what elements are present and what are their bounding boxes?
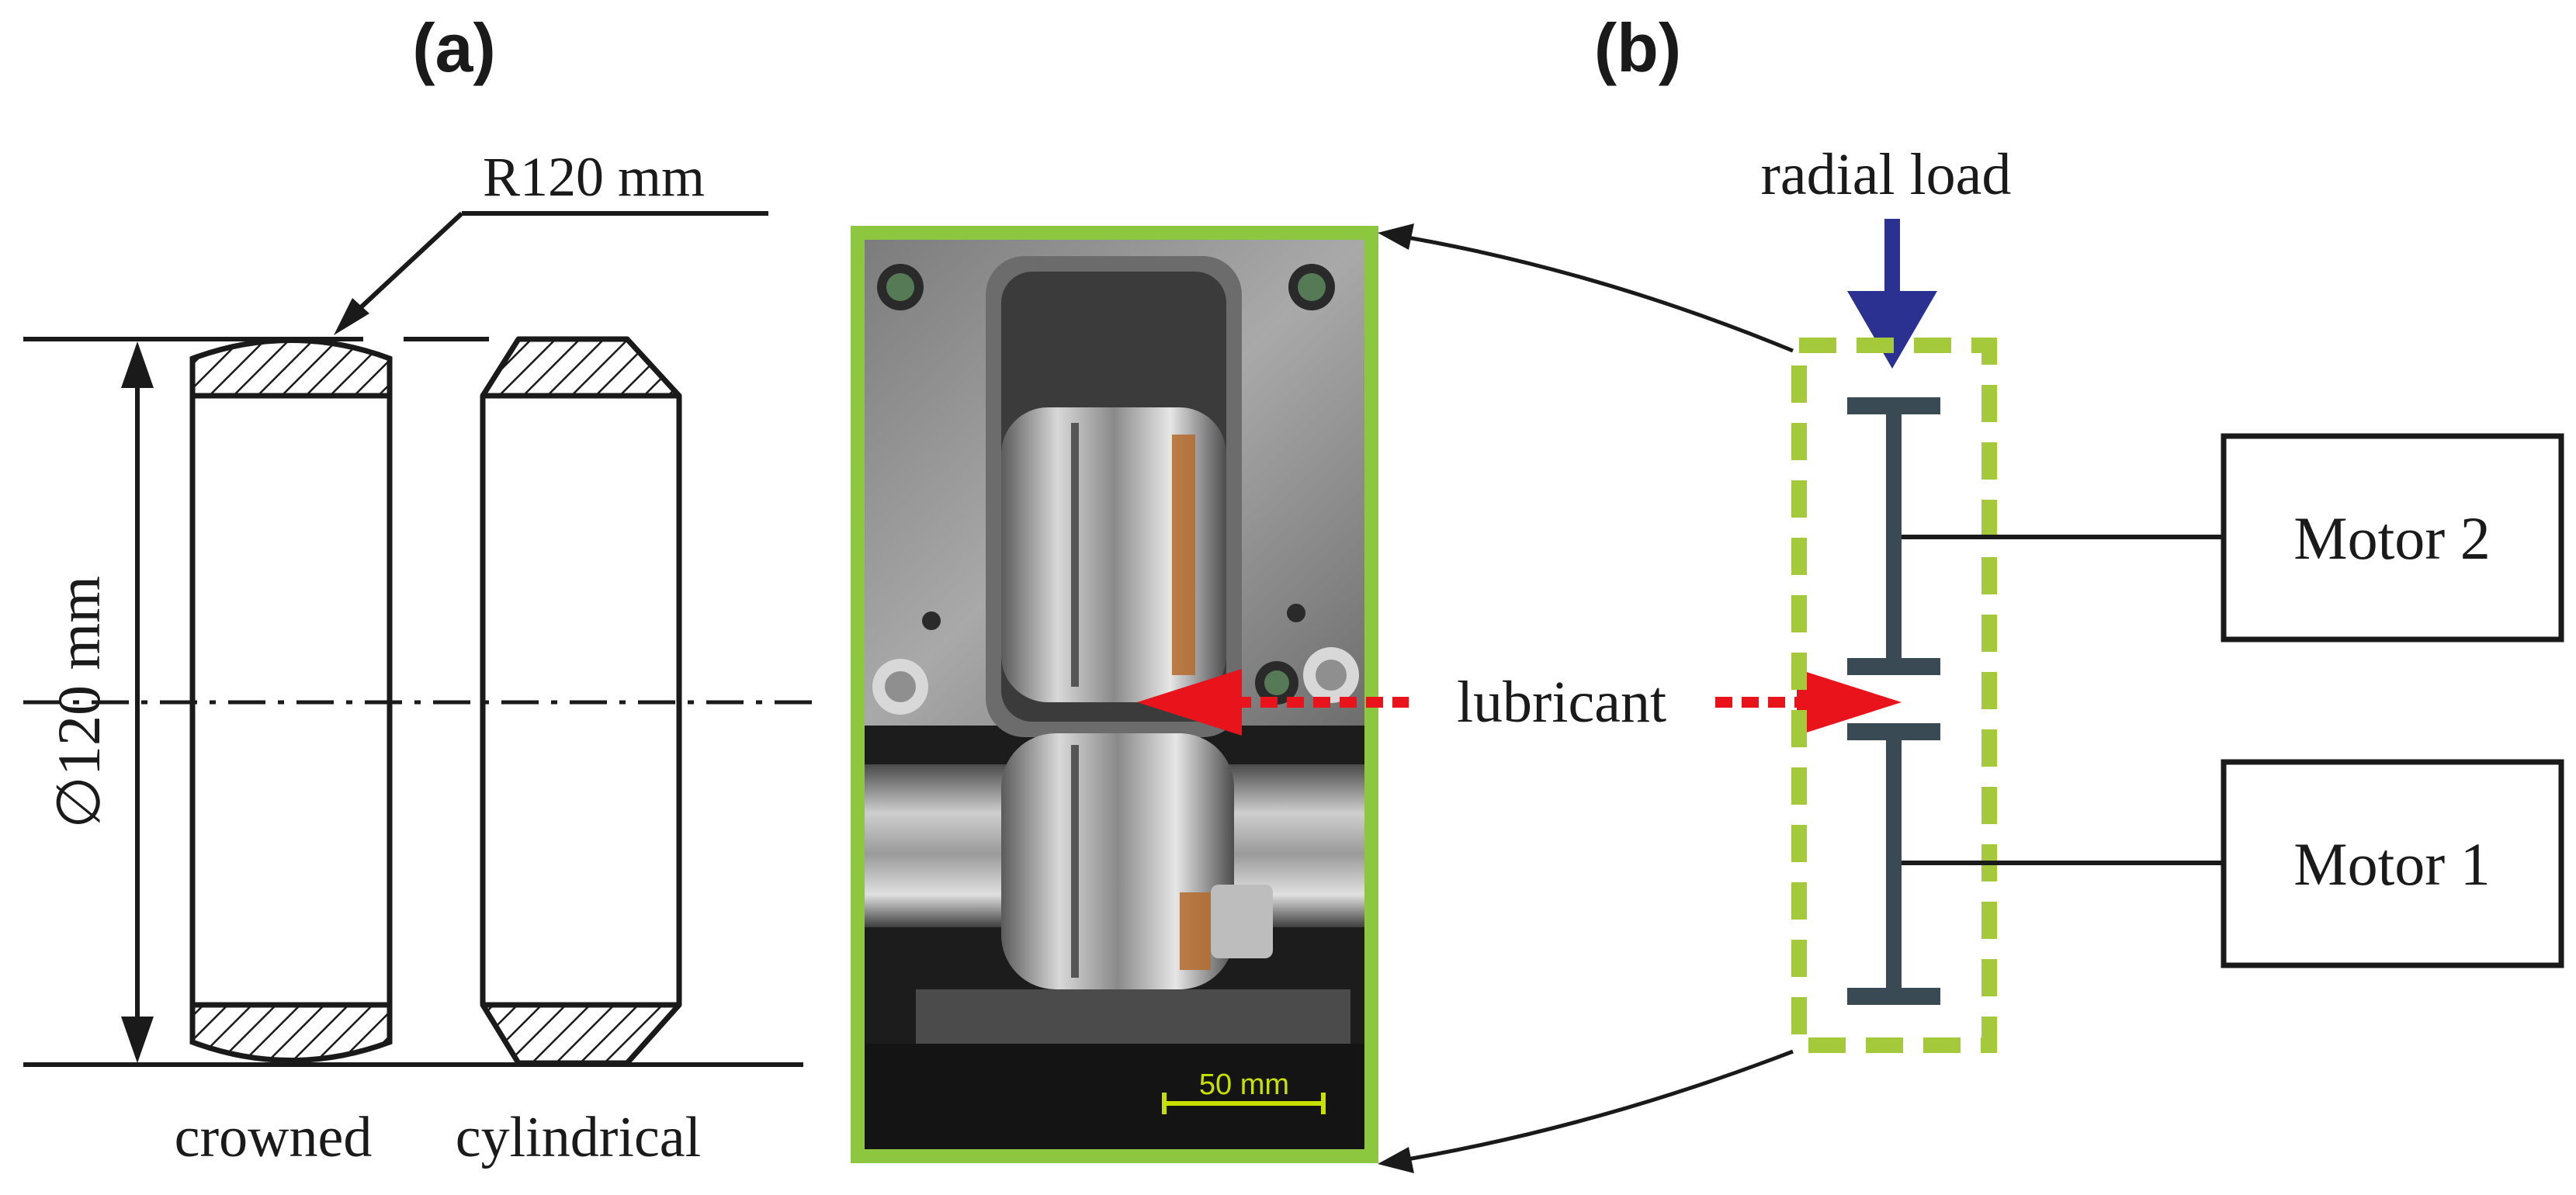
rig-base (916, 989, 1350, 1044)
panel-a: (a) R120 mm ∅120 mm (23, 9, 819, 1169)
connector-arrowhead-top (1378, 223, 1414, 250)
photo-frame (851, 226, 1378, 1163)
radius-arrowhead (334, 298, 369, 335)
radius-leader (347, 211, 768, 320)
cylindrical-roller (480, 336, 682, 1066)
dimension-extension-lines (23, 337, 803, 1067)
lubricant-arrow-right (1797, 669, 1902, 736)
lower-test-disc (858, 733, 1371, 989)
test-rig-photo: 50 mm (851, 226, 1378, 1163)
lower-shaft (1847, 723, 1940, 1005)
lubricant-indicator (1137, 669, 1902, 736)
housing-bolts (872, 264, 1359, 715)
motor-2-label: Motor 2 (2293, 504, 2491, 572)
motor-2-box: Motor 2 (2221, 433, 2564, 643)
crowned-label: crowned (175, 1106, 373, 1169)
zoom-connector-lines (1389, 232, 1794, 1165)
scale-bar-label: 50 mm (1199, 1069, 1289, 1101)
cylindrical-label: cylindrical (456, 1106, 701, 1169)
radius-label: R120 mm (483, 146, 705, 208)
panel-b-label: (b) (1594, 9, 1681, 86)
upper-shaft (1847, 397, 1940, 675)
test-section-highlight (1791, 338, 1997, 1053)
upper-test-disc (1001, 407, 1226, 702)
radial-load-label: radial load (1761, 142, 2012, 207)
motor-1-box: Motor 1 (2221, 759, 2564, 968)
panel-a-label: (a) (412, 9, 496, 86)
diameter-dimension (121, 341, 154, 1063)
lubricant-arrow-left (1137, 669, 1242, 736)
panel-b: (b) radial load Motor 2 (1594, 9, 2564, 1053)
crowned-roller (189, 338, 393, 1063)
connector-arrowhead-bottom (1378, 1147, 1414, 1173)
motor-1-label: Motor 1 (2293, 830, 2491, 898)
scale-bar (1162, 1093, 1326, 1114)
radial-load-arrow (1847, 219, 1937, 369)
motor-connections (1902, 535, 2224, 865)
lubricant-label: lubricant (1457, 670, 1666, 735)
